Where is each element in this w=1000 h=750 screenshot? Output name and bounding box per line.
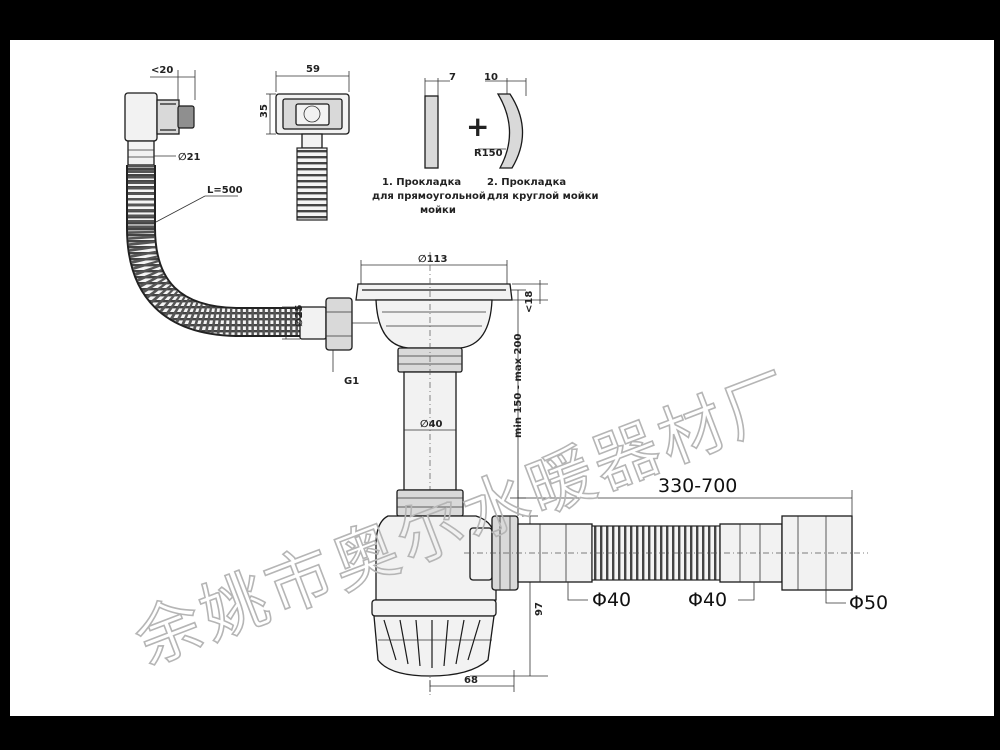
gasket2-label-line1: 2. Прокладка	[487, 177, 566, 188]
gasket1-label-line3: мойки	[420, 205, 456, 216]
dim-strainer-diam: ∅113	[418, 254, 447, 265]
dim-trap-height: 97	[534, 602, 545, 616]
technical-drawing: <20 ∅21 L=500	[124, 64, 888, 695]
dim-overflow-height: 35	[259, 104, 270, 118]
overflow-connector	[282, 297, 378, 372]
overflow-front-view	[266, 71, 350, 221]
outlet-pipe	[464, 515, 868, 591]
dim-outlet-diam-1: Φ40	[592, 589, 631, 611]
dim-tube-diam: ∅40	[420, 419, 443, 430]
plus-sign: +	[466, 110, 489, 143]
dim-overflow-width: 59	[306, 64, 320, 75]
dim-hose-length: L=500	[207, 185, 243, 196]
bottle-trap	[371, 515, 497, 677]
drawing-card: <20 ∅21 L=500	[10, 40, 994, 716]
dim-height-range: min 150 - max 200	[513, 334, 524, 438]
dim-hose-connector-diam: ∅25	[294, 304, 305, 327]
dim-outlet-diam-3: Φ50	[849, 592, 888, 614]
dim-overflow-pipe-diam: ∅21	[178, 152, 201, 163]
dim-strainer-height: <18	[524, 291, 535, 313]
dim-overflow-offset: <20	[151, 65, 173, 76]
gasket-rectangular	[424, 78, 450, 169]
overflow-side-view	[124, 70, 196, 166]
gasket1-label-line2: для прямоугольной	[372, 191, 486, 202]
gasket-radius: R150	[474, 148, 503, 159]
strainer	[355, 260, 548, 349]
dim-gasket2-thickness: 10	[484, 72, 498, 83]
dim-gasket1-thickness: 7	[449, 72, 456, 83]
dim-thread: G1	[344, 376, 359, 387]
dim-outlet-diam-2: Φ40	[688, 589, 727, 611]
gasket-round	[478, 78, 527, 169]
gasket1-label-line1: 1. Прокладка	[382, 177, 461, 188]
dim-outlet-length: 330-700	[658, 475, 737, 497]
dim-trap-width: 68	[464, 675, 478, 686]
gasket2-label-line2: для круглой мойки	[487, 191, 599, 202]
